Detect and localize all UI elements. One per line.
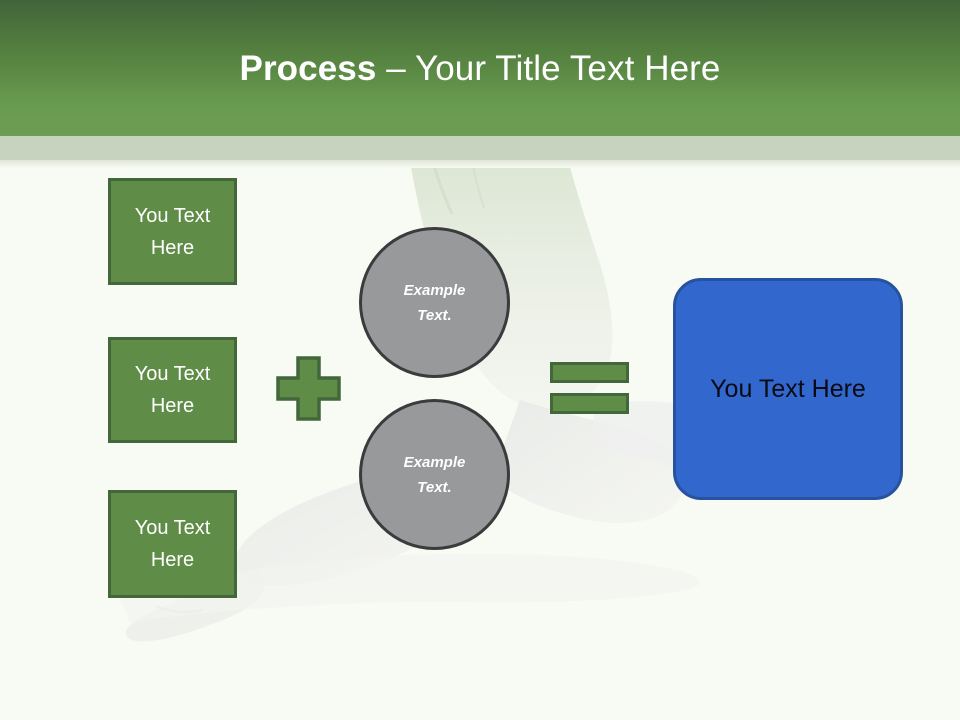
equals-icon-bar-bottom — [550, 393, 629, 414]
equals-icon-bar-top — [550, 362, 629, 383]
input-box-3[interactable]: You Text Here — [108, 490, 237, 598]
input-box-2[interactable]: You Text Here — [108, 337, 237, 443]
title-banner-fade — [0, 160, 960, 168]
input-box-1[interactable]: You Text Here — [108, 178, 237, 285]
page-title-rest: Your Title Text Here — [415, 49, 721, 88]
process-circle-2-line1: Example — [403, 453, 466, 471]
process-circle-2-line2: Text. — [417, 478, 452, 496]
process-circle-1-line2: Text. — [417, 306, 452, 324]
input-box-3-label: You Text Here — [134, 517, 211, 571]
page-title-separator: – — [376, 49, 415, 88]
input-box-2-label: You Text Here — [134, 363, 211, 417]
process-circle-2[interactable]: Example Text. — [359, 399, 510, 550]
process-circle-1[interactable]: Example Text. — [359, 227, 510, 378]
page-title-prefix: Process — [239, 49, 377, 88]
page-title: Process – Your Title Text Here — [0, 48, 960, 90]
result-box-label: You Text Here — [710, 375, 866, 403]
result-box[interactable]: You Text Here — [673, 278, 903, 500]
title-banner — [0, 0, 960, 136]
equals-icon — [550, 362, 629, 416]
input-box-1-label: You Text Here — [134, 204, 211, 259]
plus-icon — [276, 356, 341, 421]
process-circle-1-line1: Example — [403, 281, 466, 299]
